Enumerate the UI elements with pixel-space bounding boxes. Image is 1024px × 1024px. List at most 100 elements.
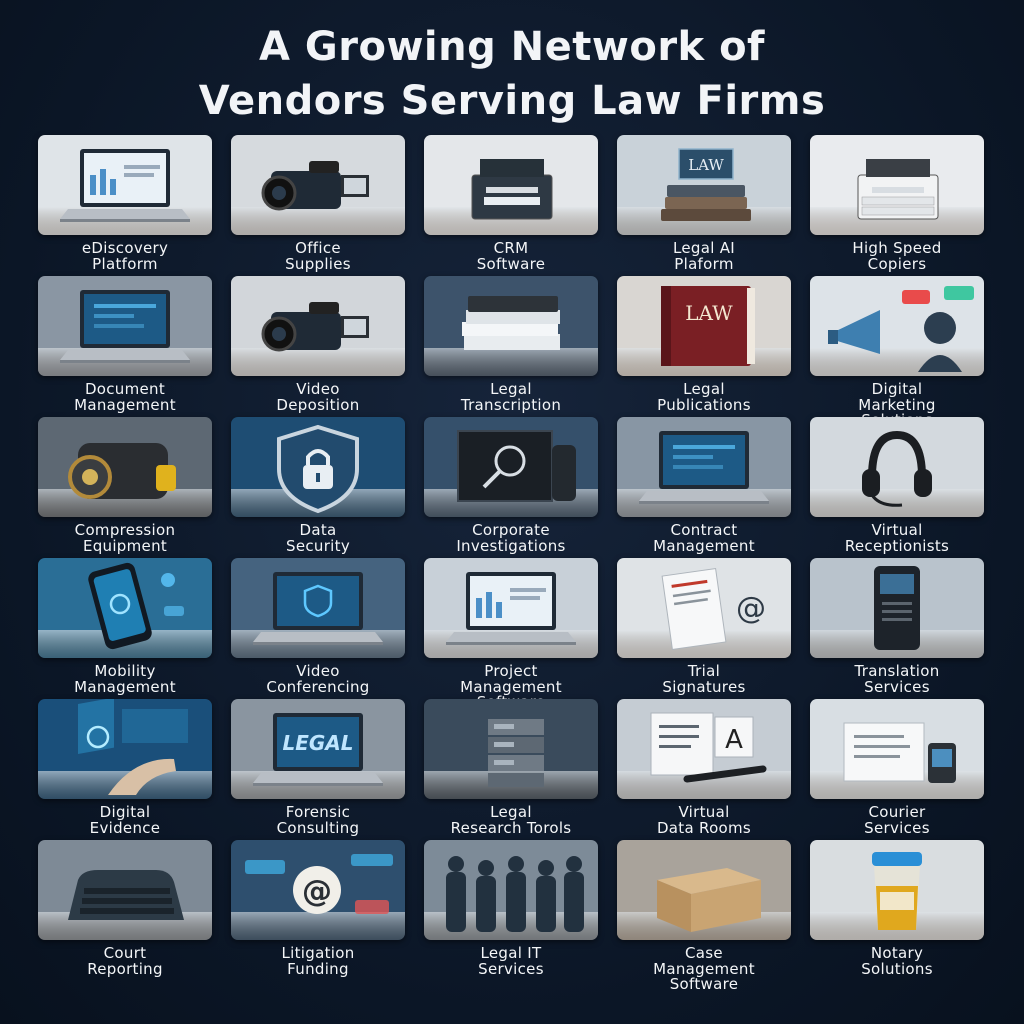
vendor-label-line1: Digital xyxy=(99,803,151,821)
vendor-label-line3: Software xyxy=(669,975,739,993)
magnifier-monitor-icon xyxy=(424,417,598,517)
vendor-label-line1: Legal IT xyxy=(480,944,542,962)
megaphone-icon xyxy=(810,276,984,376)
vendor-label-line1: Translation xyxy=(854,662,940,680)
stenotype-icon xyxy=(38,840,212,940)
laptop-icon xyxy=(38,276,212,376)
vendor-label-line2: Reporting xyxy=(87,959,163,978)
vendor-label-line2: Services xyxy=(864,677,930,696)
vendor-label-line2: Investigations xyxy=(456,536,566,555)
people-silhouette-icon xyxy=(424,840,598,940)
at-sign-icon: @ xyxy=(231,840,405,940)
law-books-icon: LAW xyxy=(617,135,791,235)
svg-text:A: A xyxy=(725,725,743,755)
vendor-label-line2: Management xyxy=(653,959,755,978)
vendor-label-line2: Conferencing xyxy=(266,677,370,696)
vendor-label-line2: Data Rooms xyxy=(656,818,752,837)
page-title: A Growing Network of Vendors Serving Law… xyxy=(0,20,1024,128)
title-line-1: A Growing Network of xyxy=(259,24,765,70)
laptop-icon xyxy=(617,417,791,517)
printer-icon xyxy=(424,135,598,235)
vendor-label-line1: Virtual xyxy=(678,803,730,821)
vendor-label-line2: Equipment xyxy=(82,536,168,555)
vendor-label-line2: Management xyxy=(74,395,176,414)
vendor-label-line2: Deposition xyxy=(276,395,360,414)
paper-stack-icon xyxy=(424,276,598,376)
vendor-label-line1: Digital xyxy=(871,380,923,398)
svg-text:LAW: LAW xyxy=(685,301,733,325)
vendor-label-line1: Video xyxy=(296,662,340,680)
vendor-label-line2: Services xyxy=(864,818,930,837)
copier-icon xyxy=(810,135,984,235)
vendor-label-line2: Research Torols xyxy=(450,818,572,837)
svg-text:@: @ xyxy=(736,591,766,626)
vendor-label-line1: Legal xyxy=(683,380,725,398)
vendor-label-line2: Copiers xyxy=(867,254,927,273)
server-icon xyxy=(424,699,598,799)
vendor-tile[interactable]: ProjectManagementSoftware xyxy=(424,558,598,710)
vendor-label-line1: Contract xyxy=(670,521,738,539)
vendor-label-line1: Virtual xyxy=(871,521,923,539)
specimen-cup-icon xyxy=(810,840,984,940)
hand-hologram-icon xyxy=(38,699,212,799)
vendor-label-line2: Solutions xyxy=(861,959,933,978)
smartphone-icon xyxy=(38,558,212,658)
vendor-label-line2: Management xyxy=(74,677,176,696)
svg-text:LEGAL: LEGAL xyxy=(282,731,353,755)
document-device-icon xyxy=(810,699,984,799)
vendor-label: ProjectManagementSoftware xyxy=(424,663,598,711)
vendor-label-line2: Security xyxy=(286,536,350,555)
vendor-label-line1: Mobility xyxy=(94,662,156,680)
vendor-label-line1: Notary xyxy=(870,944,924,962)
vendor-label-line1: Data xyxy=(299,521,337,539)
svg-text:LAW: LAW xyxy=(688,156,724,174)
vendor-label-line1: Video xyxy=(296,380,340,398)
vendor-tile[interactable]: DigitalMarketingSolutions xyxy=(810,276,984,428)
